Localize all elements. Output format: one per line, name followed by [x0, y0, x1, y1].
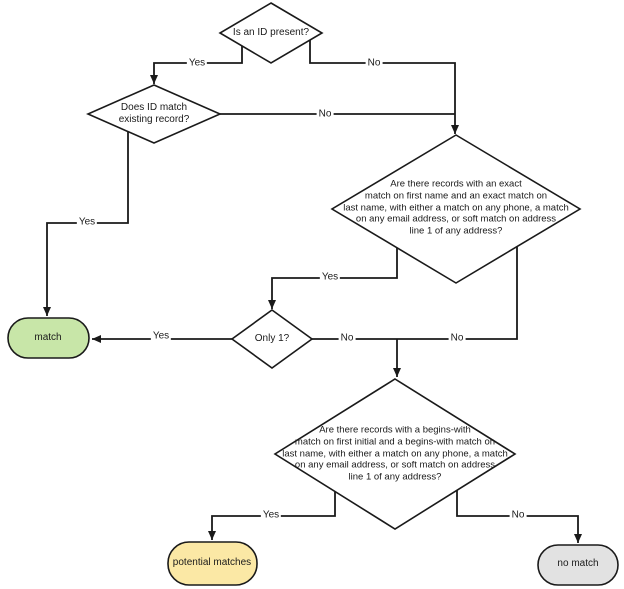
edge-id-present-no [309, 40, 459, 134]
node-shape-does-id-match[interactable] [86, 84, 222, 144]
edge-id-match-yes [43, 132, 129, 316]
node-shape-only-one[interactable] [230, 309, 314, 369]
node-shape-no-match[interactable] [537, 544, 619, 586]
node-shape-exact-match[interactable] [330, 134, 582, 284]
edge-exact-yes [268, 248, 398, 309]
nodes-group [7, 2, 619, 586]
edge-exact-no [397, 247, 518, 340]
edge-begins-no [456, 490, 582, 543]
node-shape-match[interactable] [7, 317, 90, 359]
edge-begins-yes [208, 492, 336, 540]
edge-id-present-yes [150, 46, 243, 84]
node-shape-begins-with[interactable] [273, 378, 517, 530]
node-shape-potential-matches[interactable] [167, 541, 258, 586]
node-shape-is-id-present[interactable] [218, 2, 324, 64]
